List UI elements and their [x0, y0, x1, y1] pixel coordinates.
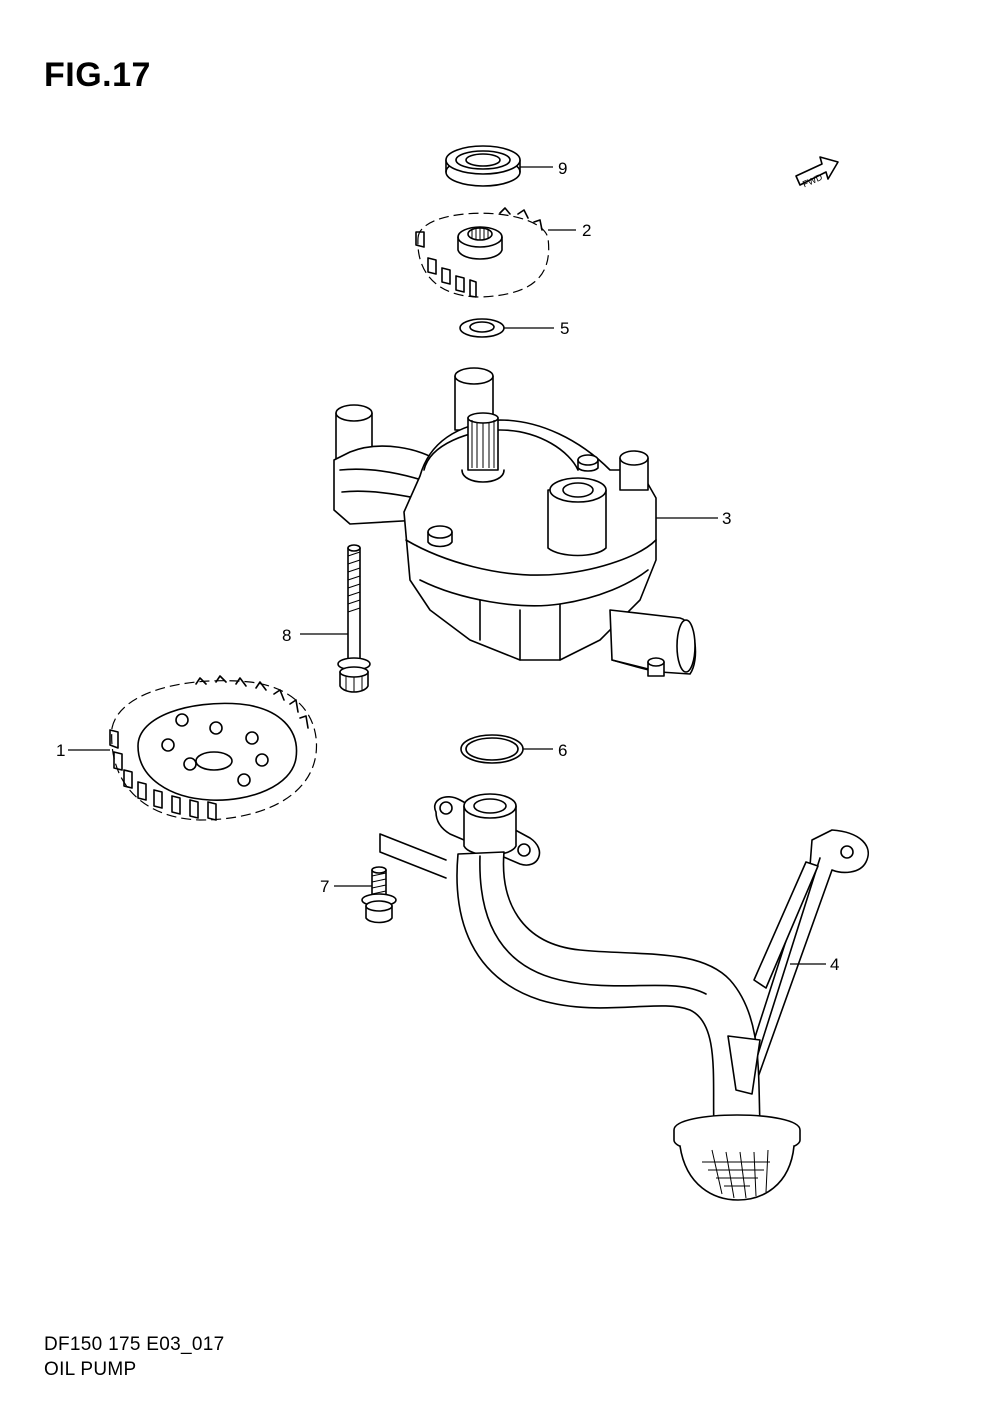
part-2-gear [415, 207, 576, 298]
part-9-bearing [445, 145, 553, 187]
callout-2: 2 [582, 221, 591, 240]
callout-1: 1 [56, 741, 65, 760]
callout-6: 6 [558, 741, 567, 760]
callout-9: 9 [558, 159, 567, 178]
callout-5: 5 [560, 319, 569, 338]
callout-7: 7 [320, 877, 329, 896]
figure-title: FIG.17 [44, 56, 151, 94]
part-1-gear [68, 675, 318, 821]
figure-name: OIL PUMP [44, 1359, 137, 1380]
part-7-bolt [334, 833, 447, 924]
fwd-arrow-icon: FWD [795, 156, 839, 189]
part-8-bolt [300, 544, 371, 693]
part-5-washer [459, 318, 554, 338]
callout-4: 4 [830, 955, 839, 974]
part-3-pump-body [333, 367, 718, 677]
part-6-o-ring [460, 734, 553, 764]
callout-8: 8 [282, 626, 291, 645]
part-4-strainer [433, 793, 869, 1201]
figure-code: DF150 175 E03_017 [44, 1334, 225, 1355]
callout-3: 3 [722, 509, 731, 528]
